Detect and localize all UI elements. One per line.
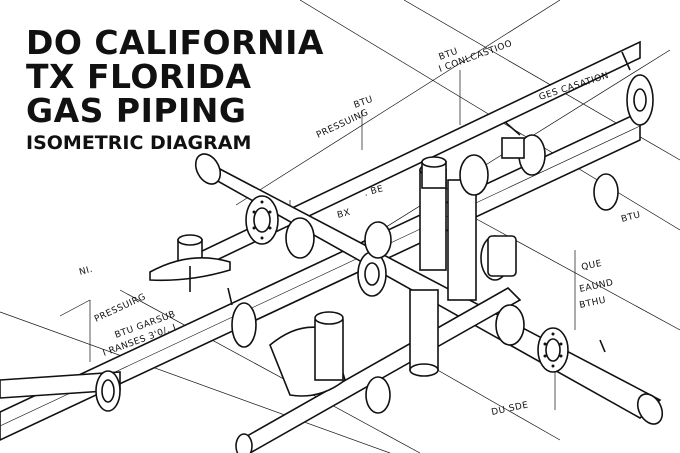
valve-small-left (227, 287, 233, 306)
tee-fitting-left (269, 311, 346, 397)
label-bthu: BTHU (579, 296, 608, 311)
label-que: QUE (581, 259, 603, 273)
flange-bolts (252, 200, 563, 368)
label-btu-right: BTU (620, 210, 642, 225)
diagram-subtitle: ISOMETRIC DIAGRAM (26, 132, 252, 154)
pipe-bottom (235, 287, 522, 453)
flange-4 (364, 221, 392, 259)
valve-handle-top-right (501, 121, 525, 159)
valve-small-bottom-right (599, 339, 606, 353)
flange-2 (285, 217, 315, 259)
label-bx: BX (336, 208, 351, 221)
flange-12 (365, 376, 391, 414)
label-eaund: EAUND (579, 278, 615, 295)
title-line-2: TX FLORIDA (26, 57, 252, 96)
label-pressuirg: PRESSUIRG (93, 292, 148, 325)
pipe-lower-left (0, 370, 121, 412)
title-block: DO CALIFORNIA TX FLORIDA GAS PIPING ISOM… (26, 26, 324, 156)
flange-7 (593, 173, 619, 211)
pressure-regulator-valve (149, 234, 231, 292)
valves (149, 51, 631, 353)
label-ni: NI. (78, 265, 94, 278)
valve-handle-right (621, 51, 631, 71)
flange-9 (231, 302, 257, 348)
title-line-1: DO CALIFORNIA (26, 23, 324, 62)
flange-5 (459, 154, 489, 196)
label-be: . BE (363, 184, 385, 199)
title-line-3: GAS PIPING (26, 91, 247, 130)
label-du-sde: DU SDE (491, 400, 530, 418)
gas-cap-top (421, 156, 447, 189)
flange-10 (495, 304, 525, 346)
union-coupling-center (487, 235, 517, 277)
